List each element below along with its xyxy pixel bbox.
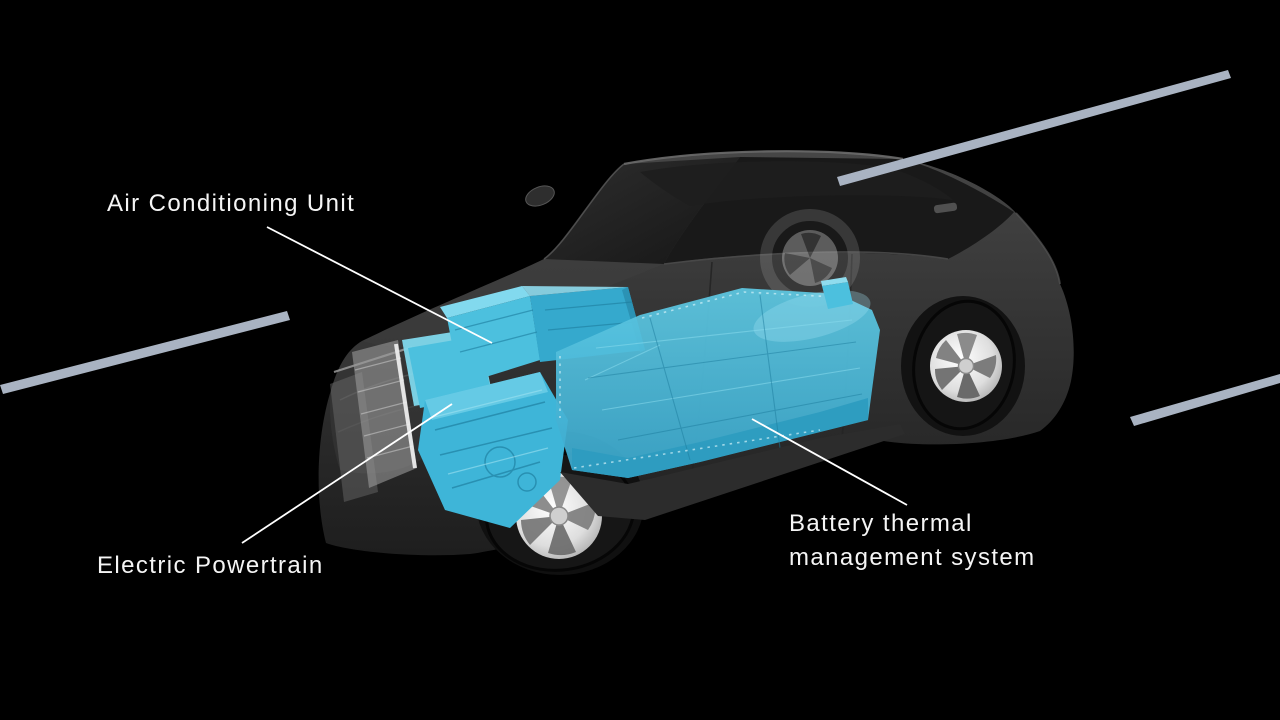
side-mirror bbox=[525, 185, 555, 207]
label-electric-powertrain: Electric Powertrain bbox=[97, 552, 324, 579]
battery-aux-box bbox=[822, 282, 853, 309]
label-battery-thermal-line1: Battery thermal bbox=[789, 510, 973, 537]
label-battery-thermal-line2: management system bbox=[789, 544, 1036, 571]
road-streak-bottom-right bbox=[1130, 374, 1280, 426]
rear-hub bbox=[957, 357, 975, 375]
front-rim-spokes bbox=[521, 476, 596, 556]
battery-pack-highlight bbox=[556, 277, 880, 478]
rear-door-handle bbox=[933, 202, 958, 214]
roofline-highlight bbox=[623, 150, 904, 166]
rocker-sill bbox=[560, 424, 905, 520]
label-air-conditioning-unit: Air Conditioning Unit bbox=[107, 190, 356, 217]
road-streak-left bbox=[0, 311, 290, 394]
radiator-unit bbox=[330, 340, 417, 502]
rear-rim-spokes bbox=[934, 332, 997, 399]
road-streak-top-right bbox=[837, 70, 1231, 186]
electric-powertrain-highlight bbox=[402, 328, 568, 528]
label-battery-thermal-management: Battery thermal management system bbox=[789, 507, 1036, 575]
rear-wheel bbox=[912, 299, 1016, 431]
rear-deck-highlight bbox=[1015, 212, 1061, 285]
battery-side-face bbox=[572, 398, 868, 478]
radiator-bright-edge bbox=[394, 343, 417, 469]
leader-line-ac bbox=[266, 226, 493, 344]
front-hub bbox=[549, 506, 569, 526]
leader-line-battery bbox=[751, 418, 908, 506]
leader-line-powertrain bbox=[241, 403, 453, 544]
beltline-highlight bbox=[663, 251, 949, 265]
a-pillar-highlight bbox=[543, 163, 625, 260]
